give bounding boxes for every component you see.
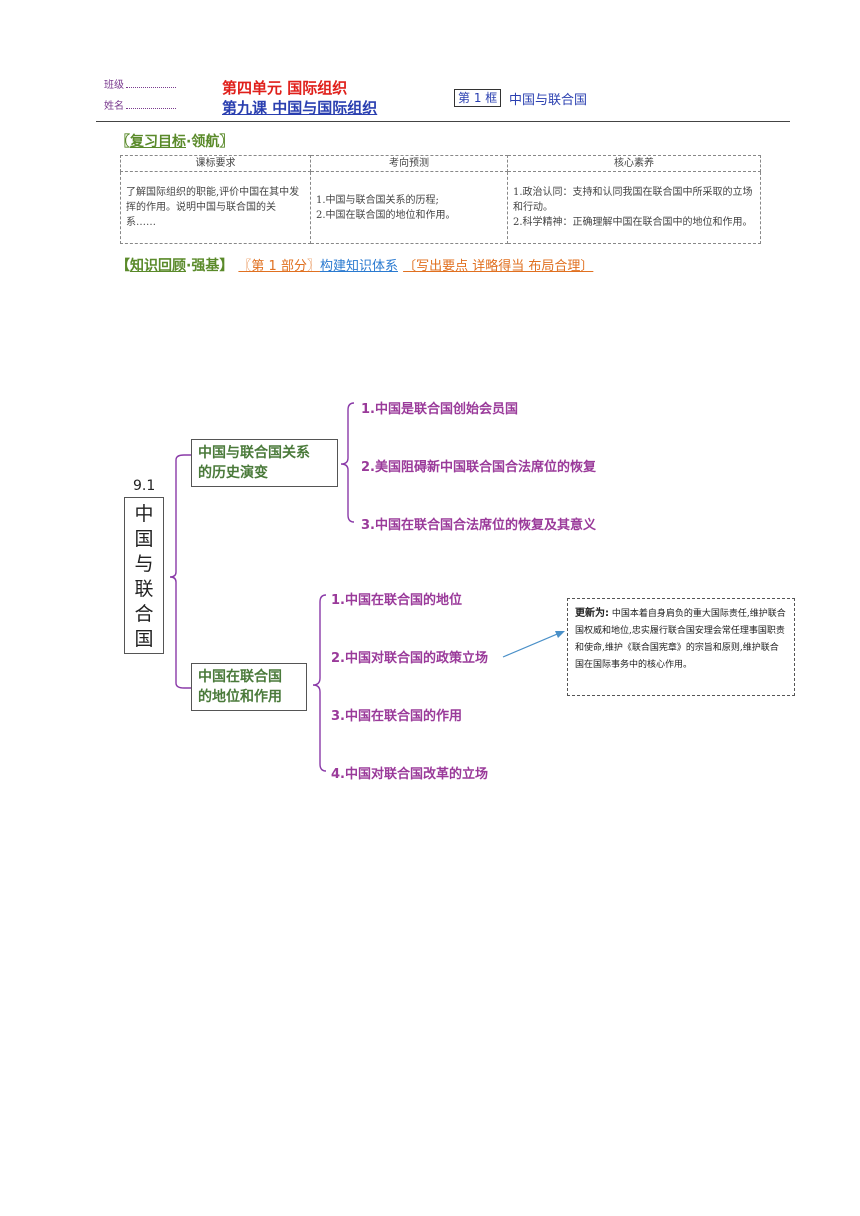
branch-role: 中国在联合国 的地位和作用: [191, 663, 307, 711]
leaf-founding-member: 1.中国是联合国创始会员国: [361, 402, 518, 417]
leaf-reform-stance: 4.中国对联合国改革的立场: [331, 767, 488, 782]
root-char: 国: [134, 628, 154, 650]
branch1-bracket: [340, 402, 355, 523]
branch-role-line2: 的地位和作用: [198, 689, 282, 705]
knowledge-build: 构建知识体系: [319, 259, 398, 274]
knowledge-main: 知识回顾: [130, 258, 186, 274]
leaf-seat-restoration: 3.中国在联合国合法席位的恢复及其意义: [361, 518, 596, 533]
cell-standard: 了解国际组织的职能,评价中国在其中发挥的作用。说明中国与联合国的关系……: [120, 171, 311, 244]
review-goals-title-main: 复习目标: [130, 134, 186, 150]
lesson-title: 第九课 中国与国际组织: [222, 99, 378, 117]
class-label: 班级: [104, 80, 124, 91]
update-note-text: 中国本着自身肩负的重大国际责任,维护联合国权威和地位,忠实履行联合国安理会常任理…: [575, 609, 786, 670]
review-goals-title-rest: ·领航〗: [186, 134, 234, 150]
leaf-role: 3.中国在联合国的作用: [331, 709, 462, 724]
leaf-policy-stance: 2.中国对联合国的政策立场: [331, 651, 488, 666]
root-char: 与: [134, 553, 154, 575]
branch-role-line1: 中国在联合国: [198, 669, 282, 685]
branch-history-line2: 的历史演变: [198, 465, 268, 481]
forecast-item-2: 2.中国在联合国的地位和作用。: [316, 209, 456, 221]
root-char: 国: [134, 528, 154, 550]
header-divider: [96, 121, 790, 122]
knowledge-heading: 【知识回顾·强基】 〖第 1 部分〗构建知识体系 〔写出要点 详略得当 布局合理…: [116, 255, 593, 275]
branch2-bracket: [312, 594, 327, 772]
update-note-title: 更新为:: [575, 608, 609, 619]
root-char: 联: [134, 578, 154, 600]
update-note: 更新为: 中国本着自身肩负的重大国际责任,维护联合国权威和地位,忠实履行联合国安…: [567, 598, 795, 696]
cell-literacy: 1.政治认同：支持和认同我国在联合国中所采取的立场和行动。 2.科学精神：正确理…: [507, 171, 761, 244]
note-arrow-head: [555, 631, 565, 638]
unit-title: 第四单元 国际组织: [222, 79, 348, 97]
note-arrow-line: [502, 631, 563, 658]
review-goals-title-open: 〖: [116, 134, 130, 150]
frame-title: 中国与联合国: [509, 93, 588, 108]
knowledge-part: 〖第 1 部分〗: [238, 259, 320, 274]
review-goals-table: 课标要求 考向预测 核心素养 了解国际组织的职能,评价中国在其中发挥的作用。说明…: [120, 155, 761, 244]
mindmap-number: 9.1: [133, 478, 156, 494]
leaf-us-obstruction: 2.美国阻碍新中国联合国合法席位的恢复: [361, 460, 596, 475]
name-label: 姓名: [104, 101, 124, 112]
name-blank[interactable]: [126, 101, 176, 109]
knowledge-open: 【: [116, 258, 130, 274]
forecast-item-1: 1.中国与联合国关系的历程;: [316, 194, 439, 206]
branch-history: 中国与联合国关系 的历史演变: [191, 439, 338, 487]
root-bracket: [169, 454, 191, 689]
review-goals-title: 〖复习目标·领航〗: [116, 131, 233, 151]
literacy-item-1: 1.政治认同：支持和认同我国在联合国中所采取的立场和行动。: [513, 187, 753, 213]
branch-history-line1: 中国与联合国关系: [198, 445, 310, 461]
leaf-status: 1.中国在联合国的地位: [331, 593, 462, 608]
knowledge-tip: 〔写出要点 详略得当 布局合理〕: [403, 259, 594, 274]
frame-label: 第 1 框: [454, 89, 502, 107]
cell-forecast: 1.中国与联合国关系的历程; 2.中国在联合国的地位和作用。: [310, 171, 508, 244]
name-label-row: 姓名: [104, 97, 176, 112]
knowledge-rest: ·强基】: [186, 258, 234, 274]
root-char: 合: [134, 603, 154, 625]
root-char: 中: [134, 503, 154, 525]
class-blank[interactable]: [126, 80, 176, 88]
mindmap-root: 中 国 与 联 合 国: [124, 497, 164, 654]
class-label-row: 班级: [104, 76, 176, 91]
literacy-item-2: 2.科学精神：正确理解中国在联合国中的地位和作用。: [513, 217, 753, 228]
